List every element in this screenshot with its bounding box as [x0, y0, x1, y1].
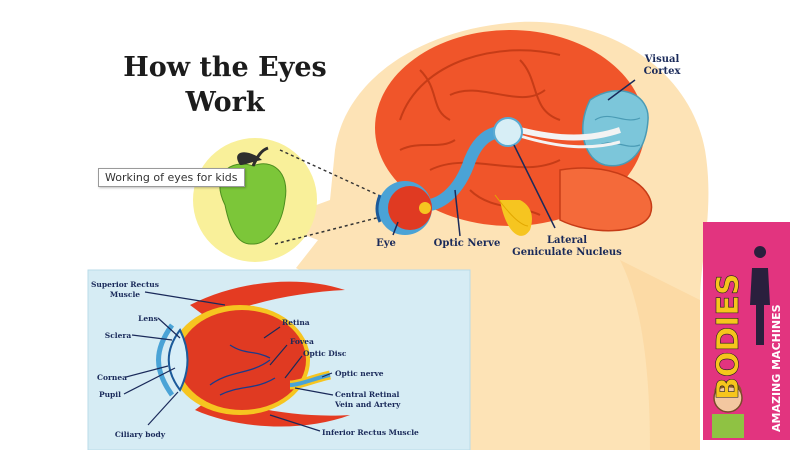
label-visual-cortex-2: Cortex — [644, 66, 682, 77]
inset-label-central-1: Central Retinal — [335, 390, 400, 399]
inset-label-pupil: Pupil — [99, 390, 121, 399]
label-eye: Eye — [376, 238, 396, 249]
inset-label-optic-nerve: Optic nerve — [335, 369, 384, 378]
optic-nerve — [413, 125, 509, 212]
inset-label-inferior: Inferior Rectus Muscle — [322, 428, 419, 437]
page-title: How the Eyes Work — [100, 50, 350, 120]
inset-label-lens: Lens — [138, 314, 158, 323]
inset-label-retina: Retina — [282, 318, 310, 327]
optic-radiation — [519, 127, 621, 141]
image-tooltip: Working of eyes for kids — [98, 168, 245, 187]
inset-label-ciliary: Ciliary body — [115, 430, 166, 439]
label-lgn-1: Lateral — [547, 235, 587, 246]
inset-label-superior-1: Superior Rectus — [91, 280, 159, 289]
lateral-geniculate-nucleus — [493, 117, 523, 147]
book-subtitle: AMAZING MACHINES — [770, 304, 783, 432]
label-optic-nerve: Optic Nerve — [434, 238, 501, 249]
label-visual-cortex-1: Visual — [644, 54, 680, 65]
title-line-2: Work — [185, 87, 265, 118]
eye-cross-section-inset — [87, 269, 471, 450]
book-cover: BODIES AMAZING MACHINES — [703, 222, 790, 440]
title-line-1: How the Eyes — [123, 52, 327, 83]
inset-label-cornea: Cornea — [97, 373, 127, 382]
inset-label-sclera: Sclera — [105, 331, 132, 340]
inset-label-fovea: Fovea — [290, 337, 314, 346]
inset-label-superior-2: Muscle — [110, 290, 140, 299]
neck-shade — [620, 260, 700, 450]
inset-label-central-2: Vein and Artery — [334, 400, 401, 409]
eyeball — [375, 181, 432, 235]
human-silhouette-icon — [750, 246, 770, 345]
label-lgn-2: Geniculate Nucleus — [512, 247, 622, 258]
book-title: BODIES — [711, 273, 746, 400]
inset-label-optic-disc: Optic Disc — [303, 349, 347, 358]
inset-leaders — [123, 291, 334, 432]
